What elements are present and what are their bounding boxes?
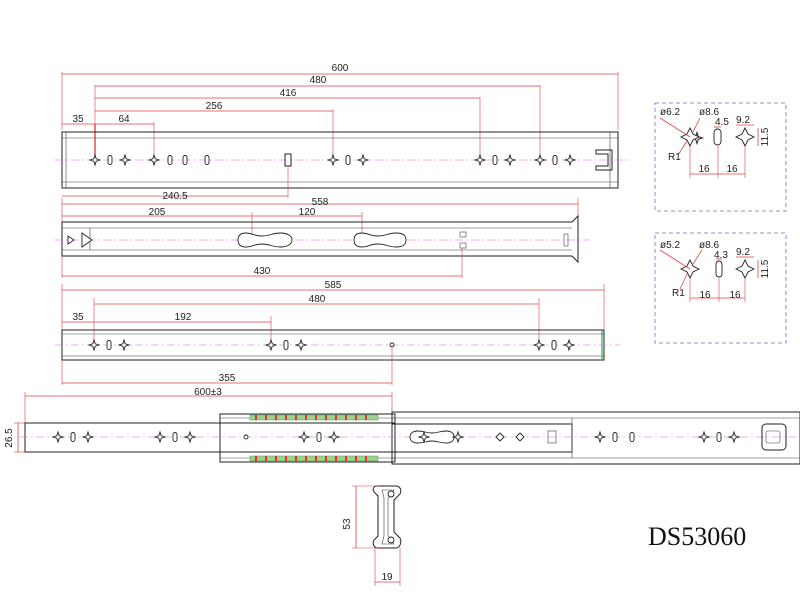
d2-dim-8-6: ø8.6 <box>699 240 719 251</box>
d2-r1: R1 <box>672 288 685 299</box>
assembly: 600±3 26.5 <box>4 387 800 465</box>
detail-box-2: 16 16 ø5.2 ø8.6 4.3 9.2 11.5 R1 <box>654 232 787 344</box>
d1-dim-16a: 16 <box>698 164 710 175</box>
detail-box-1: 16 16 ø6.2 ø8.6 4.5 9.2 11.5 R1 <box>654 102 787 212</box>
d1-dim-8-6: ø8.6 <box>699 107 719 118</box>
rail-3: 585 480 192 35 355 <box>55 280 620 385</box>
dim-192: 192 <box>175 312 192 323</box>
dim-26-5: 26.5 <box>4 428 15 448</box>
dim-600: 600 <box>332 63 349 74</box>
dim-430: 430 <box>254 266 271 277</box>
dim-35: 35 <box>72 114 84 125</box>
d1-dim-9-2: 9.2 <box>736 115 750 126</box>
d1-dim-11-5: 11.5 <box>760 127 771 146</box>
d2-dim-16a: 16 <box>699 290 711 301</box>
d1-dim-6-2: ø6.2 <box>660 107 680 118</box>
d1-dim-16b: 16 <box>726 164 738 175</box>
d2-dim-5-2: ø5.2 <box>660 240 680 251</box>
dim-585: 585 <box>325 280 342 291</box>
rail-2: 558 205 120 430 <box>55 197 590 278</box>
d1-r1: R1 <box>668 152 681 163</box>
d2-dim-9-2: 9.2 <box>736 247 750 258</box>
dim-35-b: 35 <box>72 312 84 323</box>
dim-416: 416 <box>280 88 297 99</box>
dim-19: 19 <box>381 572 393 583</box>
dim-600-pm3: 600±3 <box>194 387 222 398</box>
model-number: DS53060 <box>648 522 746 551</box>
dim-480: 480 <box>310 75 327 86</box>
dim-558: 558 <box>312 197 329 208</box>
dim-480-b: 480 <box>309 294 326 305</box>
dim-53: 53 <box>342 518 353 530</box>
dim-120: 120 <box>299 207 316 218</box>
dim-240-5: 240.5 <box>162 191 187 202</box>
d2-dim-4-3: 4.3 <box>714 250 728 261</box>
dim-256: 256 <box>206 101 223 112</box>
d1-dim-4-5: 4.5 <box>715 117 729 128</box>
dim-355: 355 <box>219 373 236 384</box>
dim-205: 205 <box>149 207 166 218</box>
d2-dim-11-5: 11.5 <box>760 259 771 278</box>
dim-64: 64 <box>118 114 130 125</box>
rail-1: 600 480 416 256 64 35 <box>55 63 630 202</box>
d2-dim-16b: 16 <box>729 290 741 301</box>
profile-section: 53 19 <box>342 485 402 586</box>
